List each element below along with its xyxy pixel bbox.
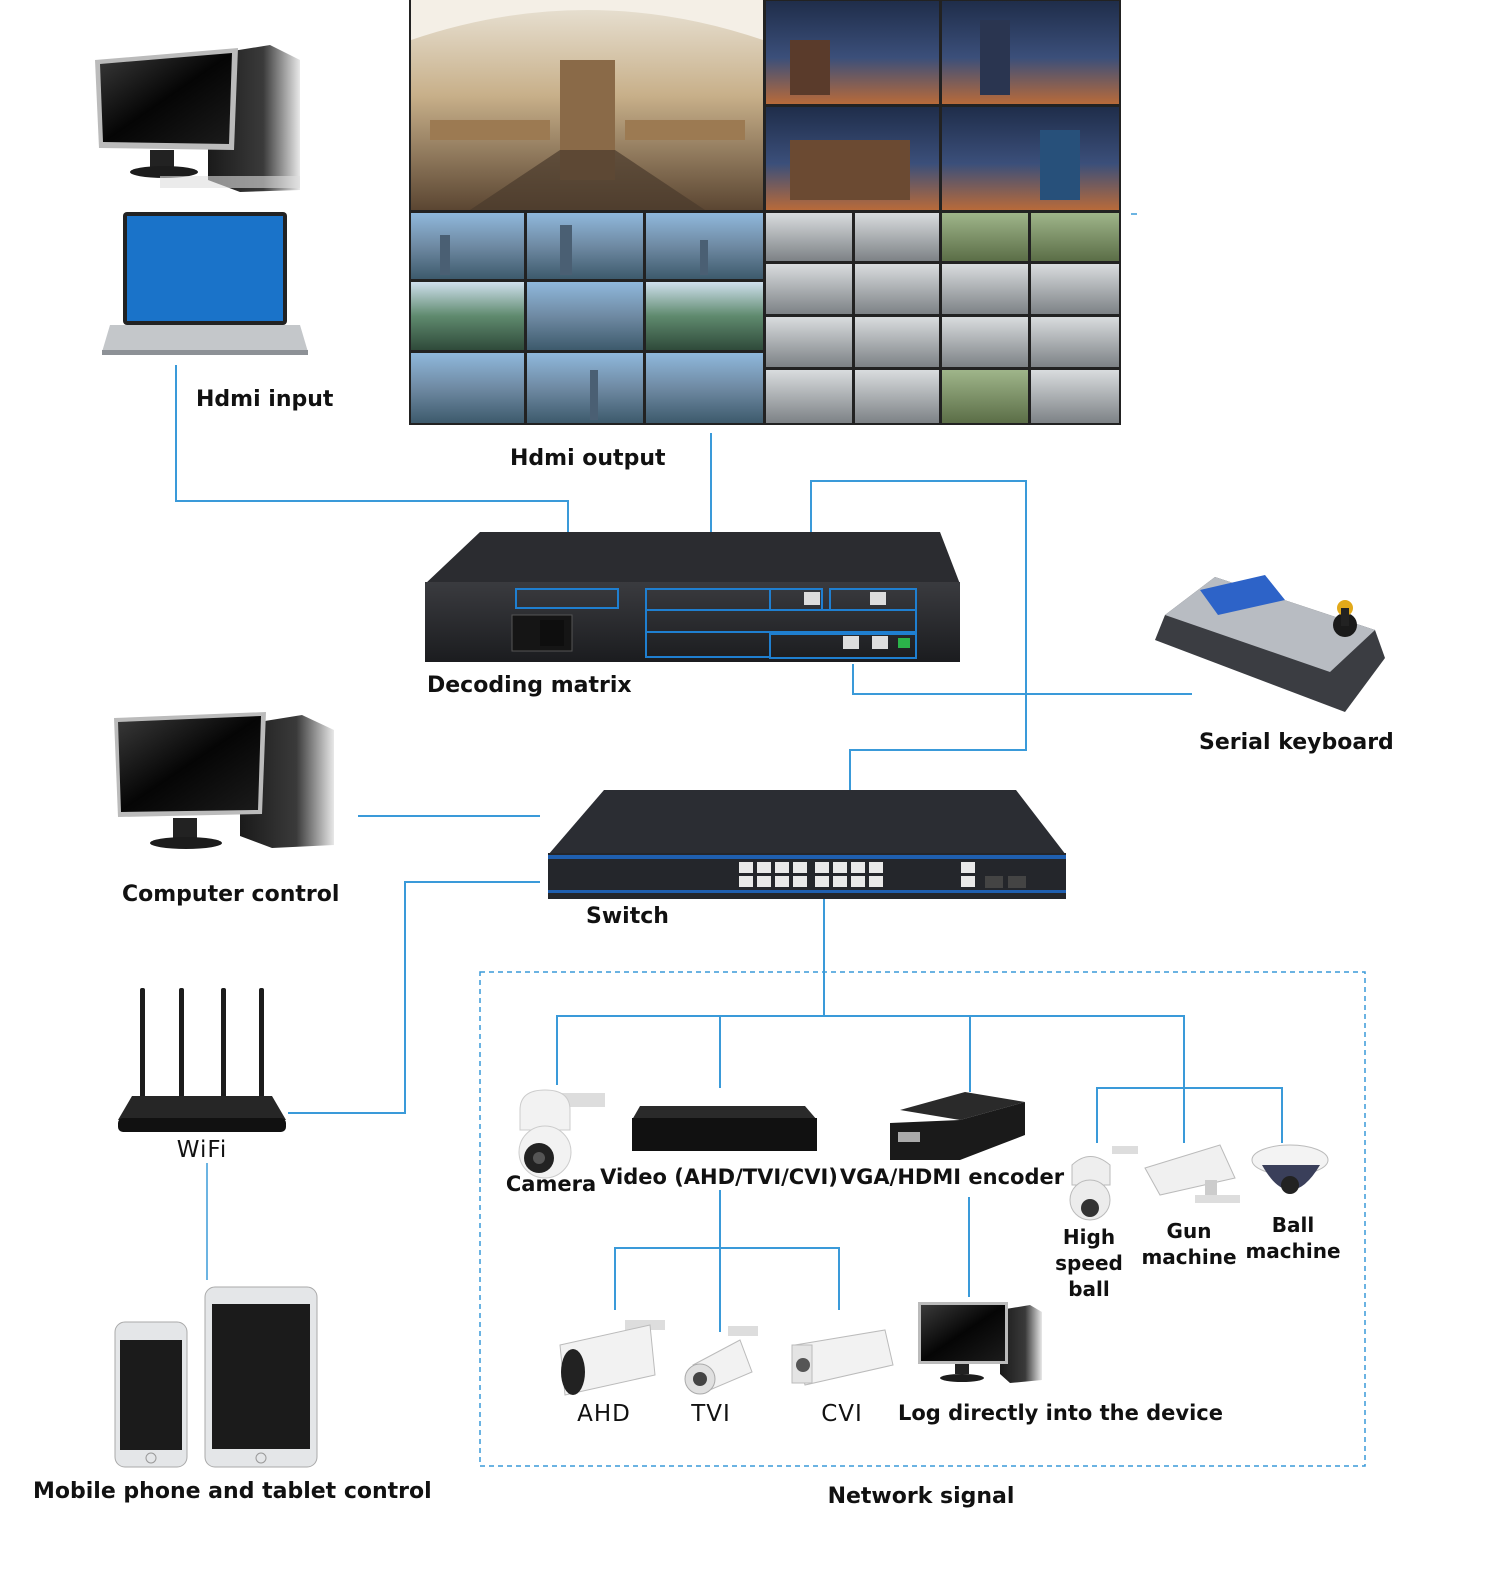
tvi-label: TVI — [691, 1401, 731, 1427]
smartphone-icon — [114, 1321, 188, 1468]
desktop-pc-icon — [114, 712, 334, 849]
tablet-icon — [204, 1286, 318, 1468]
ball-machine-label: Ball machine — [1245, 1213, 1341, 1263]
switch-label: Switch — [586, 904, 669, 929]
router-icon — [118, 988, 286, 1132]
decoding-matrix-label: Decoding matrix — [427, 673, 632, 698]
line-serial-keyboard — [852, 664, 1192, 695]
log-directly-label: Log directly into the device — [898, 1401, 1223, 1425]
dvr-icon — [632, 1106, 817, 1151]
hdmi-input-label: Hdmi input — [196, 387, 334, 412]
encoder-label: VGA/HDMI encoder — [839, 1165, 1065, 1189]
line-wifi-switch — [288, 881, 540, 1114]
serial-keyboard-label: Serial keyboard — [1199, 730, 1394, 755]
speed-dome-icon — [1069, 1146, 1138, 1221]
bullet-camera-icon — [791, 1329, 894, 1386]
video-wall — [409, 0, 1121, 425]
keyboard-controller-icon — [1155, 575, 1385, 712]
line-matrix-switch — [810, 480, 1027, 790]
decoder-chassis — [425, 532, 960, 662]
desktop-pc-icon — [918, 1302, 1042, 1383]
cvi-label: CVI — [821, 1401, 863, 1427]
bullet-camera-icon — [1144, 1144, 1240, 1203]
computer-control-label: Computer control — [122, 882, 340, 907]
mobile-tablet-label: Mobile phone and tablet control — [33, 1479, 432, 1504]
bullet-camera-icon — [684, 1326, 758, 1395]
dome-camera-icon — [1251, 1144, 1329, 1194]
wifi-label: WiFi — [176, 1137, 228, 1163]
video-label: Video (AHD/TVI/CVI) — [600, 1165, 838, 1189]
encoder-icon — [890, 1092, 1025, 1160]
desktop-pc-icon — [95, 45, 300, 192]
ptz-camera-icon — [518, 1089, 605, 1179]
laptop-icon — [102, 212, 308, 355]
connector-lines — [175, 365, 1283, 1332]
ahd-label: AHD — [577, 1401, 631, 1427]
high-speed-ball-label: High speed ball — [1055, 1225, 1123, 1301]
bullet-camera-icon — [559, 1320, 665, 1396]
network-switch — [548, 790, 1066, 899]
camera-label: Camera — [505, 1172, 597, 1196]
gun-machine-label: Gun machine — [1141, 1219, 1237, 1269]
network-signal-frame — [479, 971, 1366, 1467]
network-signal-label: Network signal — [827, 1484, 1015, 1509]
hdmi-output-label: Hdmi output — [510, 446, 666, 471]
